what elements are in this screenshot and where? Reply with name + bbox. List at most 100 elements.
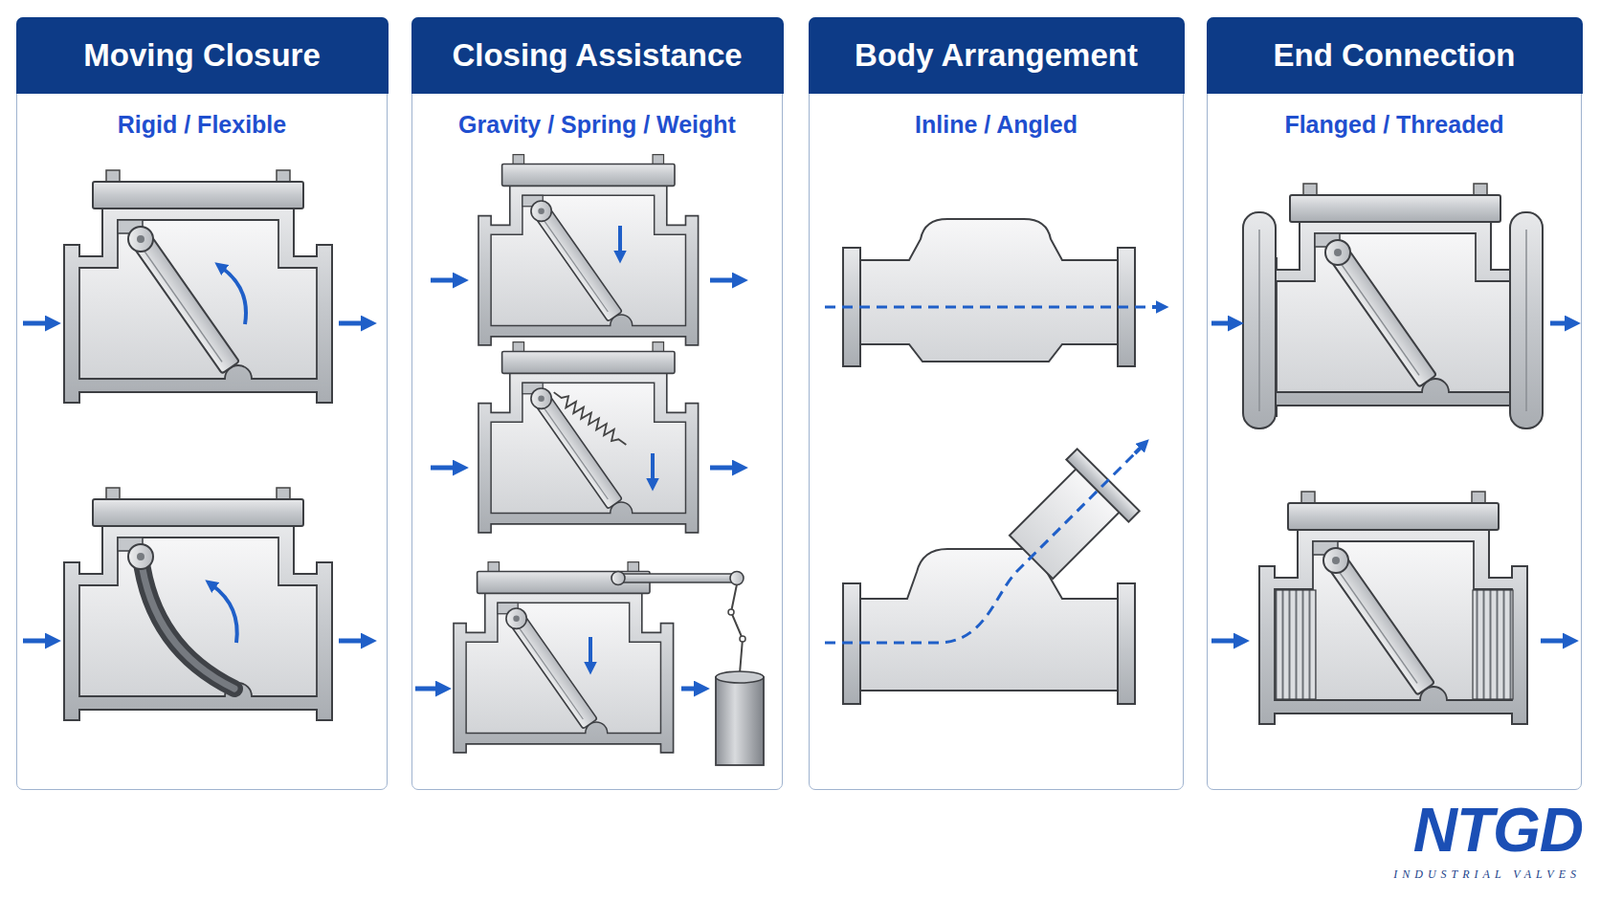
panel-heading: End Connection	[1273, 37, 1516, 74]
flanged-valve	[1243, 212, 1276, 429]
inline-body	[824, 219, 1160, 367]
gravity-valve	[430, 155, 737, 346]
header-band: Moving Closure	[16, 17, 389, 94]
flanged-valve	[1261, 183, 1530, 417]
angled-body	[824, 449, 1139, 644]
spring-valve	[550, 387, 629, 449]
gravity-valve	[478, 155, 699, 346]
gravity-valve	[430, 278, 458, 284]
angled-body	[824, 445, 1143, 705]
weight-valve	[715, 677, 764, 766]
rigid-disc-valve	[64, 170, 333, 403]
rigid-disc-valve	[22, 170, 366, 403]
weight-valve	[728, 609, 734, 616]
spring-valve	[478, 342, 699, 534]
panel-subtitle: Rigid / Flexible	[117, 110, 287, 139]
spring-valve	[534, 395, 623, 510]
threaded-valve	[1540, 639, 1568, 645]
weight-valve	[453, 562, 674, 754]
category-panel: Closing AssistanceGravity / Spring / Wei…	[411, 17, 783, 791]
weight-valve	[731, 584, 743, 674]
weight-valve	[415, 562, 764, 766]
panel-subtitle: Flanged / Threaded	[1284, 110, 1504, 139]
flexible-disc-valve	[212, 585, 238, 644]
header-band: End Connection	[1206, 17, 1583, 94]
threaded-valve	[1259, 491, 1528, 725]
spring-valve	[550, 387, 629, 449]
panel-subtitle: Gravity / Spring / Weight	[458, 110, 736, 139]
inline-body	[824, 306, 1158, 310]
panel-heading: Body Arrangement	[854, 37, 1138, 74]
weight-valve	[506, 608, 527, 629]
subtitle-row: Flanged / Threaded	[1207, 110, 1581, 139]
rigid-disc-valve	[338, 321, 366, 327]
weight-valve	[681, 687, 699, 692]
inline-body	[860, 219, 1118, 362]
weight-valve	[611, 572, 625, 586]
weight-valve	[510, 615, 598, 730]
flexible-disc-valve	[140, 556, 235, 689]
weight-valve	[715, 671, 764, 684]
flanged-valve	[1525, 229, 1528, 412]
angled-body	[1134, 445, 1143, 454]
rigid-disc-valve	[222, 267, 246, 325]
flanged-valve	[1510, 212, 1543, 429]
weight-valve	[415, 687, 441, 692]
flanged-valve	[1258, 229, 1261, 412]
flexible-disc-valve	[22, 639, 50, 645]
inline-body	[1152, 305, 1160, 310]
spring-valve	[531, 388, 552, 409]
spring-valve	[478, 342, 699, 534]
angled-body	[1117, 583, 1135, 705]
threaded-valve	[1211, 491, 1568, 725]
brand-tagline: INDUSTRIAL VALVES	[1393, 868, 1581, 882]
flanged-valve	[1325, 240, 1351, 266]
gravity-valve	[618, 225, 623, 255]
spring-valve	[430, 466, 458, 471]
flanged-valve	[1330, 247, 1437, 387]
weight-valve	[588, 637, 593, 667]
header-band: Closing Assistance	[411, 17, 784, 94]
rigid-disc-valve	[22, 321, 50, 327]
threaded-valve	[1275, 590, 1316, 700]
subtitle-row: Rigid / Flexible	[17, 110, 387, 139]
gravity-valve	[710, 278, 737, 284]
subtitle-row: Inline / Angled	[809, 110, 1183, 139]
panel-heading: Closing Assistance	[451, 37, 742, 74]
spring-valve	[650, 453, 655, 483]
category-panel: Body ArrangementInline / Angled	[808, 17, 1184, 791]
threaded-valve	[1472, 590, 1513, 700]
gravity-valve	[478, 155, 699, 346]
flexible-disc-valve	[64, 488, 333, 721]
flanged-valve	[1550, 321, 1570, 327]
spring-valve	[430, 342, 737, 534]
panel-heading: Moving Closure	[83, 37, 321, 74]
gravity-valve	[531, 200, 552, 222]
category-panel: End ConnectionFlanged / Threaded	[1206, 17, 1582, 791]
threaded-valve	[1259, 491, 1528, 725]
rigid-disc-valve	[64, 170, 333, 403]
threaded-valve	[1211, 639, 1239, 645]
gravity-valve	[534, 207, 623, 322]
flanged-valve	[1261, 183, 1530, 417]
brand-logo: NTGD	[1413, 800, 1583, 862]
weight-valve	[612, 574, 741, 583]
weight-valve	[739, 636, 746, 643]
flexible-disc-valve	[64, 488, 333, 721]
flexible-disc-valve	[128, 544, 154, 570]
angled-body	[860, 549, 1118, 691]
threaded-valve	[1328, 555, 1435, 695]
flanged-valve	[1211, 183, 1570, 429]
subtitle-row: Gravity / Spring / Weight	[412, 110, 782, 139]
rigid-disc-valve	[133, 234, 240, 374]
flexible-disc-valve	[22, 488, 366, 721]
category-panel: Moving ClosureRigid / Flexible	[16, 17, 388, 791]
weight-valve	[453, 562, 674, 754]
flexible-disc-valve	[338, 639, 366, 645]
flanged-valve	[1211, 321, 1233, 327]
weight-valve	[730, 572, 744, 586]
panel-subtitle: Inline / Angled	[914, 110, 1078, 139]
rigid-disc-valve	[128, 226, 154, 252]
header-band: Body Arrangement	[808, 17, 1185, 94]
